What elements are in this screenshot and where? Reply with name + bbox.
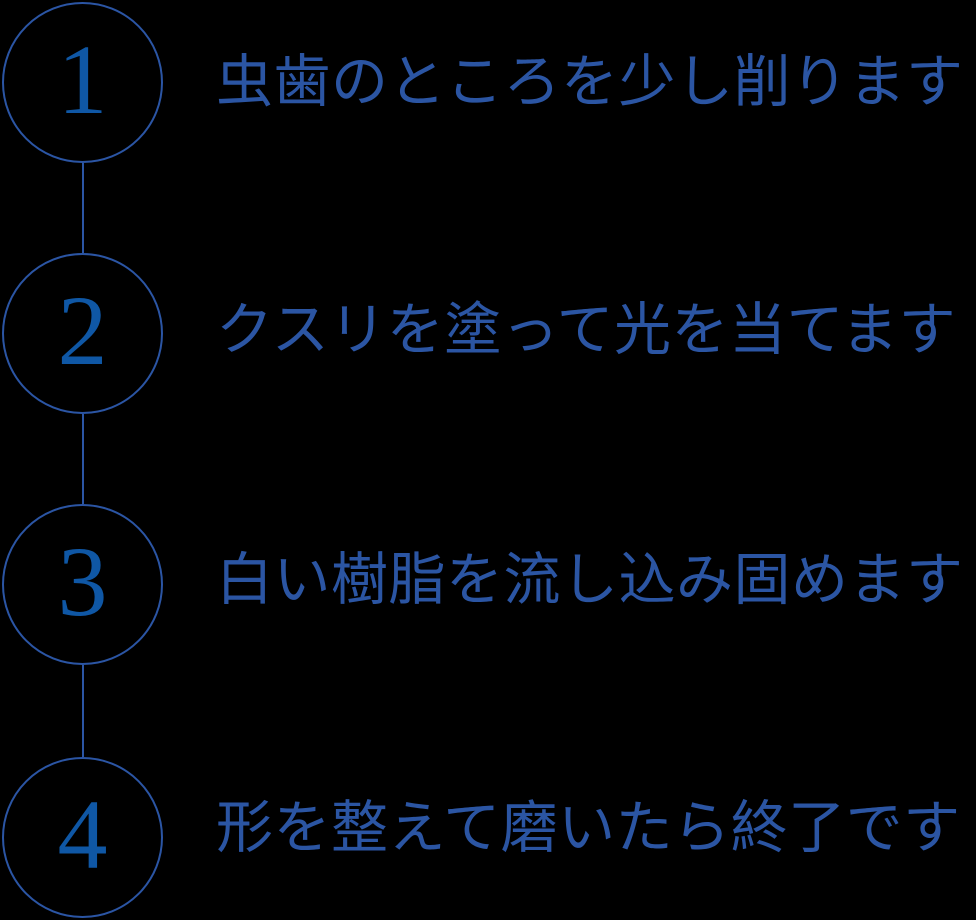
step-label: クスリを塗って光を当てます xyxy=(216,297,957,363)
connector-line xyxy=(82,414,84,504)
step-number-circle: 4 xyxy=(2,757,163,918)
step-label: 形を整えて磨いたら終了です xyxy=(216,795,961,861)
step-label: 虫歯のところを少し削ります xyxy=(216,49,964,115)
step-number: 1 xyxy=(57,23,108,135)
step-number: 4 xyxy=(57,778,108,890)
step-number: 2 xyxy=(57,274,108,386)
connector-line xyxy=(82,665,84,757)
step-number-circle: 3 xyxy=(2,504,163,665)
step-number: 3 xyxy=(57,525,108,637)
step-number-circle: 2 xyxy=(2,253,163,414)
step-number-circle: 1 xyxy=(2,2,163,163)
step-label: 白い樹脂を流し込み固めます xyxy=(216,547,964,613)
connector-line xyxy=(82,163,84,253)
